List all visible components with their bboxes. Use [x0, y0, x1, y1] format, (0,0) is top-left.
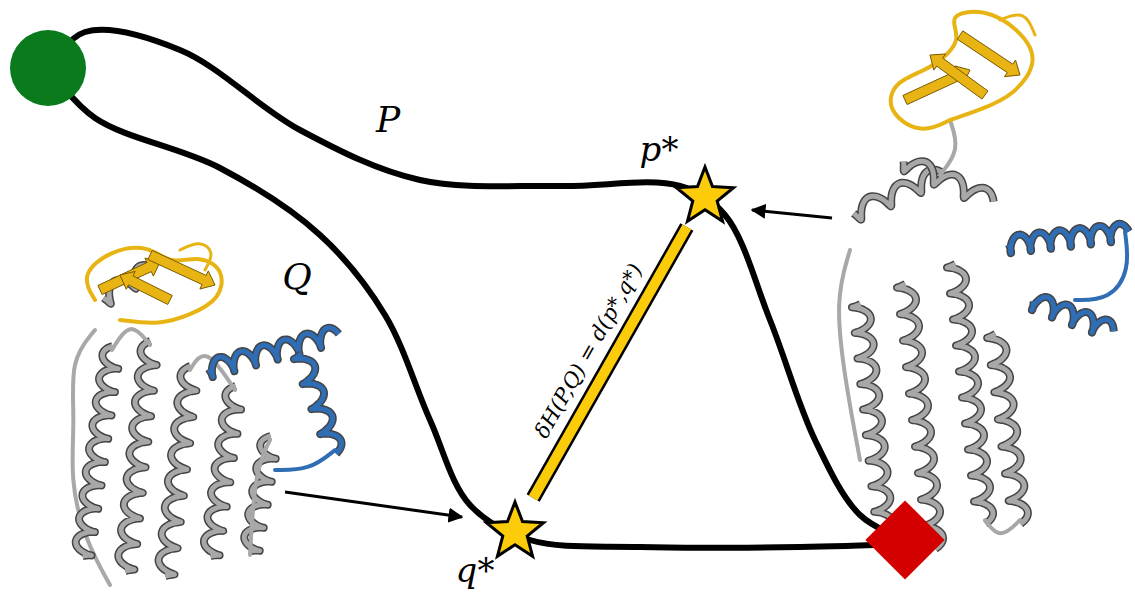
helix-outline — [118, 341, 156, 571]
protein-loop — [250, 440, 270, 555]
helix-outline — [947, 264, 993, 524]
beta-strand — [120, 271, 172, 304]
helix-outline — [1009, 224, 1129, 253]
helix-ribbon — [904, 161, 994, 201]
helix-outline — [76, 346, 118, 556]
helix-outline — [1032, 297, 1114, 333]
distance-band — [533, 227, 687, 498]
helix-ribbon — [987, 334, 1028, 524]
helix-ribbon — [209, 328, 339, 377]
star-shape — [673, 163, 737, 227]
helix-outline — [204, 386, 241, 556]
protein-left — [73, 244, 342, 585]
helix-outline — [987, 334, 1028, 524]
helix-ribbon — [852, 304, 893, 534]
band-fill — [533, 227, 687, 498]
helix-outline — [294, 354, 342, 454]
helix-ribbon — [294, 354, 342, 454]
band-outline — [533, 227, 687, 498]
helix-outline — [852, 304, 893, 534]
protein-loop — [1000, 15, 1035, 35]
point-label: q* — [456, 553, 495, 587]
protein-loop — [180, 244, 211, 270]
protein-loop — [940, 120, 955, 175]
star-marker: p* — [673, 163, 737, 227]
protein-loop — [985, 520, 1020, 533]
helix-outline — [904, 161, 994, 201]
protein-loop — [275, 450, 335, 470]
beta-strand — [930, 54, 988, 99]
helix-ribbon — [1032, 297, 1114, 333]
protein-loop — [112, 329, 150, 350]
helix-ribbon — [76, 346, 118, 556]
curve-label: Q — [282, 259, 312, 295]
helix-ribbon — [118, 341, 156, 571]
beta-strand — [957, 31, 1020, 77]
helix-ribbon — [244, 436, 275, 551]
helix-ribbon — [159, 366, 197, 576]
pointer-arrow — [752, 210, 832, 218]
protein-loop — [87, 248, 222, 323]
start-circle — [10, 30, 86, 106]
pointer-arrow — [285, 492, 462, 517]
star-outline — [487, 502, 544, 556]
star-marker: q* — [483, 498, 547, 562]
helix-ribbon — [1009, 224, 1129, 253]
protein-loop — [1075, 232, 1127, 300]
protein-right — [839, 12, 1129, 550]
helix-ribbon — [947, 264, 993, 524]
protein-loop — [891, 12, 1033, 129]
helix-outline — [209, 328, 339, 377]
helix-outline — [244, 436, 275, 551]
point-label: p* — [640, 132, 679, 166]
curve-label: P — [376, 102, 400, 138]
star-outline — [677, 167, 734, 221]
helix-outline — [159, 366, 197, 576]
end-diamond — [865, 500, 944, 579]
helix-ribbon — [204, 386, 241, 556]
